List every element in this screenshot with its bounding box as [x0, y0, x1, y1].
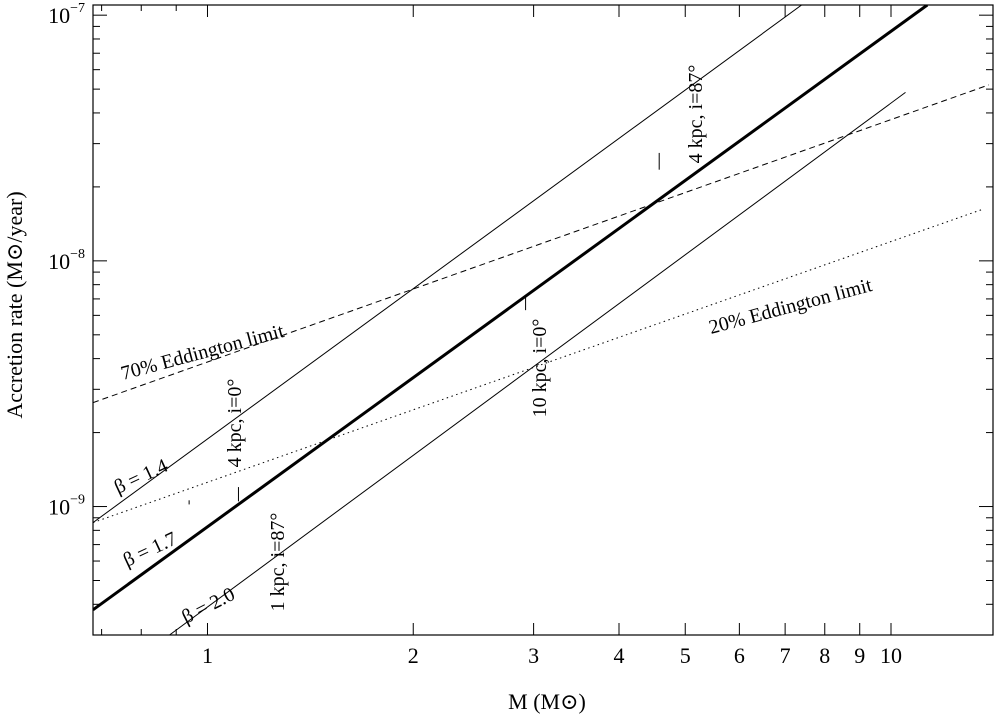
label-70-eddington: 70% Eddington limit: [119, 320, 287, 385]
y-tick-base: 10: [48, 3, 70, 28]
x-tick-label: 4: [614, 643, 625, 668]
x-tick-label: 10: [880, 643, 902, 668]
x-tick-label: 3: [528, 643, 539, 668]
y-tick-label: 10−8: [48, 247, 85, 274]
label-beta-1-7: β = 1.7: [120, 528, 180, 572]
x-tick-label: 7: [780, 643, 791, 668]
x-tick-label: 2: [408, 643, 419, 668]
y-tick-exponent: −9: [70, 493, 85, 508]
series-beta-2-0: [169, 91, 906, 635]
x-axis-label: M (M⊙): [508, 689, 586, 714]
y-tick-base: 10: [48, 495, 70, 520]
series-layer: [93, 5, 989, 635]
series-70-eddington: [93, 84, 989, 404]
x-tick-label: 8: [819, 643, 830, 668]
x-tick-label: 5: [680, 643, 691, 668]
plot-frame: [92, 4, 994, 636]
label-10kpc-i0: 10 kpc, i=0°: [529, 319, 551, 418]
y-tick-exponent: −7: [70, 1, 85, 16]
y-tick-label: 10−7: [48, 1, 85, 28]
y-tick-exponent: −8: [70, 247, 85, 262]
y-tick-base: 10: [48, 249, 70, 274]
marker-layer: [188, 152, 660, 505]
y-tick-labels: 10−910−810−7: [48, 1, 85, 519]
label-beta-2-0: β = 2.0: [178, 583, 238, 628]
label-4kpc-i0: 4 kpc, i=0°: [224, 379, 246, 468]
x-tick-label: 6: [734, 643, 745, 668]
series-20-eddington: [93, 208, 983, 524]
y-axis-label: Accretion rate (M⊙/year): [2, 191, 27, 418]
series-beta-1-4: [93, 5, 802, 524]
label-4kpc-i87: 4 kpc, i=87°: [685, 65, 707, 164]
series-beta-1-7: [93, 5, 929, 612]
x-tick-label: 1: [202, 643, 213, 668]
label-20-eddington: 20% Eddington limit: [707, 274, 875, 339]
x-tick-label: 9: [854, 643, 865, 668]
axis-ticks: [93, 5, 993, 635]
y-tick-label: 10−9: [48, 493, 85, 520]
label-beta-1-4: β = 1.4: [111, 455, 171, 499]
label-1kpc-i87: 1 kpc, i=87°: [267, 513, 289, 612]
